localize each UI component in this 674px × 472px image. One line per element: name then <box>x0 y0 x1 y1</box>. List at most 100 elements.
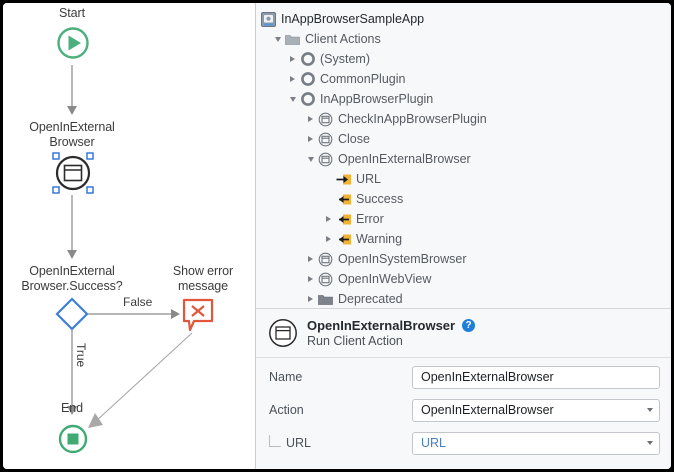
output-param-icon <box>335 231 352 248</box>
tree-row-openinwebview[interactable]: OpenInWebView <box>256 269 671 289</box>
tree-item-label: Client Actions <box>305 31 381 46</box>
action-select[interactable]: OpenInExternalBrowser <box>412 398 660 422</box>
selection-handle-bottom-right[interactable] <box>86 186 94 194</box>
form-row-action: Action OpenInExternalBrowser <box>256 396 671 424</box>
tree-row-inappbrowserplugin[interactable]: InAppBrowserPlugin <box>256 89 671 109</box>
chevron-down-icon[interactable] <box>647 408 653 412</box>
output-param-icon <box>335 191 352 208</box>
end-stop-icon[interactable] <box>55 421 91 457</box>
action-select-value: OpenInExternalBrowser <box>421 403 554 417</box>
flow-canvas[interactable]: Start OpenInExternal Browser OpenInExter… <box>3 3 255 469</box>
selection-handle-top-right[interactable] <box>86 152 94 160</box>
tree-row-client-actions[interactable]: Client Actions <box>256 29 671 49</box>
page-title: OpenInExternalBrowser <box>307 318 456 333</box>
flow-label-message: Show error message <box>172 264 234 293</box>
tree-item-label: Warning <box>356 231 403 246</box>
url-select-value: URL <box>421 436 447 450</box>
form-row-name: Name OpenInExternalBrowser <box>256 363 671 391</box>
action-group-icon <box>299 51 316 68</box>
output-param-icon <box>335 211 352 228</box>
action-group-icon <box>299 71 316 88</box>
tree-root-label: InAppBrowserSampleApp <box>281 11 425 26</box>
flow-label-start: Start <box>59 6 85 20</box>
action-group-icon <box>299 91 316 108</box>
folder-dark-icon <box>317 291 334 308</box>
tree-item-label: Error <box>356 211 384 226</box>
run-client-action-icon[interactable] <box>45 145 101 201</box>
properties-header: OpenInExternalBrowser ? Run Client Actio… <box>256 309 671 358</box>
tree-row-root[interactable]: InAppBrowserSampleApp <box>256 9 671 29</box>
tree-item-label: Deprecated <box>338 291 403 306</box>
chevron-right-icon[interactable] <box>322 209 335 229</box>
tree-item-label: InAppBrowserPlugin <box>320 91 434 106</box>
module-icon <box>260 11 277 28</box>
name-field[interactable]: OpenInExternalBrowser <box>412 365 660 389</box>
chevron-right-icon[interactable] <box>304 289 317 308</box>
chevron-right-icon[interactable] <box>322 229 335 249</box>
client-action-icon <box>317 151 334 168</box>
tree-item-label: CheckInAppBrowserPlugin <box>338 111 487 126</box>
tree-row-success-param[interactable]: Success <box>256 189 671 209</box>
tree-item-label: OpenInExternalBrowser <box>338 151 471 166</box>
edge-label-false: False <box>123 295 153 309</box>
tree-item-label: Success <box>356 191 404 206</box>
selection-handle-top-left[interactable] <box>52 152 60 160</box>
help-icon[interactable]: ? <box>462 319 476 332</box>
flow-label-end: End <box>61 401 83 415</box>
run-client-action-icon <box>269 319 297 347</box>
flow-connectors <box>67 65 193 428</box>
form-row-url: URL URL <box>256 429 671 457</box>
tree-row-commonplugin[interactable]: CommonPlugin <box>256 69 671 89</box>
tree-item-label: URL <box>356 171 382 186</box>
chevron-right-icon[interactable] <box>304 269 317 289</box>
tree-row-warning-param[interactable]: Warning <box>256 229 671 249</box>
chevron-right-icon[interactable] <box>304 129 317 149</box>
tree-item-label: (System) <box>320 51 370 66</box>
edge-label-true: True <box>74 343 88 368</box>
client-action-icon <box>317 271 334 288</box>
client-action-icon <box>317 131 334 148</box>
client-action-icon <box>317 251 334 268</box>
url-select[interactable]: URL <box>412 431 660 455</box>
element-tree[interactable]: InAppBrowserSampleApp Client Actions (Sy <box>256 3 671 308</box>
tree-row-openinexternalbrowser[interactable]: OpenInExternalBrowser <box>256 149 671 169</box>
tree-row-close[interactable]: Close <box>256 129 671 149</box>
name-field-value: OpenInExternalBrowser <box>421 370 554 384</box>
decision-diamond-icon[interactable] <box>54 296 90 332</box>
tree-row-url-param[interactable]: URL <box>256 169 671 189</box>
url-label-wrap: URL <box>269 434 412 452</box>
flow-label-action: OpenInExternal Browser <box>29 120 115 149</box>
chevron-down-icon[interactable] <box>286 89 299 109</box>
tree-row-checkinappbrowserplugin[interactable]: CheckInAppBrowserPlugin <box>256 109 671 129</box>
tree-row-error-param[interactable]: Error <box>256 209 671 229</box>
action-label: Action <box>269 403 304 417</box>
tree-item-label: Close <box>338 131 370 146</box>
tree-item-label: OpenInWebView <box>338 271 432 286</box>
url-label: URL <box>286 436 312 450</box>
panel-divider <box>256 308 671 309</box>
tree-row-deprecated[interactable]: Deprecated <box>256 289 671 308</box>
properties-title-row: OpenInExternalBrowser ? <box>307 318 476 333</box>
input-param-icon <box>335 171 352 188</box>
chevron-right-icon[interactable] <box>286 69 299 89</box>
chevron-right-icon[interactable] <box>304 249 317 269</box>
selection-handle-bottom-left[interactable] <box>52 186 60 194</box>
right-panel: InAppBrowserSampleApp Client Actions (Sy <box>255 3 671 469</box>
properties-panel: OpenInExternalBrowser ? Run Client Actio… <box>256 309 671 469</box>
error-message-icon[interactable] <box>181 297 221 335</box>
properties-subtitle: Run Client Action <box>307 334 403 348</box>
chevron-right-icon[interactable] <box>286 49 299 69</box>
tree-row-system[interactable]: (System) <box>256 49 671 69</box>
tree-row-openinsystembrowser[interactable]: OpenInSystemBrowser <box>256 249 671 269</box>
tree-item-label: OpenInSystemBrowser <box>338 251 467 266</box>
chevron-down-icon[interactable] <box>304 149 317 169</box>
start-play-icon[interactable] <box>53 23 93 63</box>
chevron-down-icon[interactable] <box>271 29 284 49</box>
client-action-icon <box>317 111 334 128</box>
tree-branch-icon <box>269 434 281 447</box>
folder-icon <box>284 31 301 48</box>
chevron-down-icon[interactable] <box>647 441 653 445</box>
chevron-right-icon[interactable] <box>304 109 317 129</box>
tree-item-label: CommonPlugin <box>320 71 406 86</box>
